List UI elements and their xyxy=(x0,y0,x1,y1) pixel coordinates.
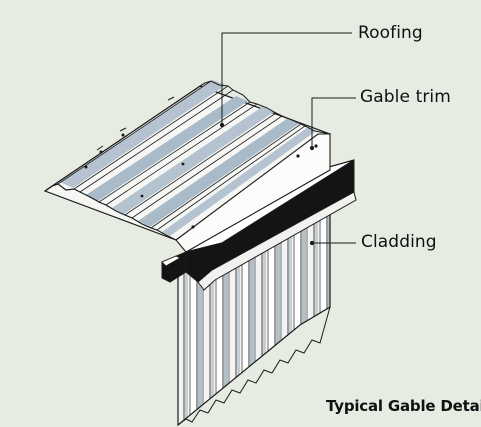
leader-lines xyxy=(219,32,356,246)
cladding-label: Cladding xyxy=(361,232,437,252)
roofing-label: Roofing xyxy=(358,23,423,43)
gable-trim xyxy=(161,133,357,291)
diagram-caption: Typical Gable Details xyxy=(326,397,481,415)
roofing-leader xyxy=(221,32,352,124)
gable-trim-leader xyxy=(311,97,356,147)
gable-trim-label: Gable trim xyxy=(360,87,451,107)
roofing-sheet xyxy=(43,80,332,241)
